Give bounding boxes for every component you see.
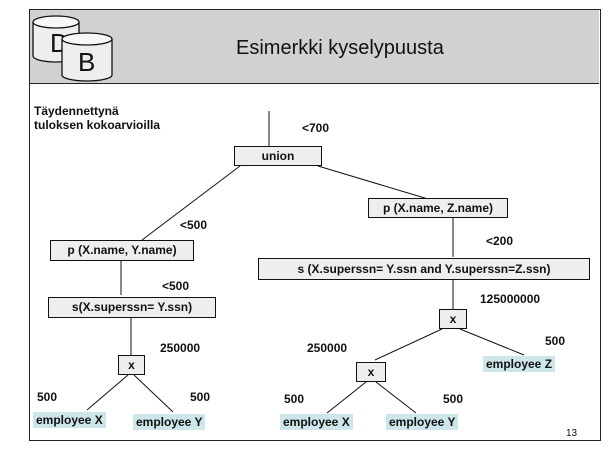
edge-rightxbottom-empx — [326, 381, 367, 414]
estimate-left-sel: <500 — [162, 279, 190, 293]
leaf-left-employee-y: employee Y — [133, 414, 206, 430]
estimate-left-emp-x: 500 — [37, 390, 58, 404]
node-right-cross-product-bottom: x — [356, 362, 386, 382]
annotation-note: Täydennettynä tuloksen kokoarvioilla — [34, 104, 160, 132]
node-left-selection: s(X.superssn= Y.ssn) — [48, 297, 216, 318]
edge-union-rightproj — [317, 165, 429, 200]
note-line-1: Täydennettynä — [34, 104, 119, 118]
estimate-right-x-bottom: 250000 — [307, 341, 348, 355]
note-line-2: tuloksen kokoarvioilla — [34, 118, 161, 132]
page-number: 13 — [566, 428, 578, 439]
estimate-right-emp-z: 500 — [545, 334, 566, 348]
slide-title: Esimerkki kyselypuusta — [236, 37, 444, 59]
slide-header — [30, 10, 599, 84]
estimate-left-proj: <500 — [180, 218, 208, 232]
estimate-right-proj: <200 — [486, 234, 514, 248]
leaf-right-employee-y: employee Y — [386, 414, 459, 430]
leaf-left-employee-x: employee X — [33, 412, 106, 428]
leaf-right-employee-x: employee X — [280, 414, 353, 430]
node-right-selection: s (X.superssn= Y.ssn and Y.superssn=Z.ss… — [258, 258, 590, 280]
estimate-root: <700 — [302, 121, 330, 135]
edge-leftx-empx — [86, 374, 129, 411]
estimate-left-x: 250000 — [160, 341, 201, 355]
edge-rightxtop-rightxbottom — [374, 328, 443, 361]
node-right-projection: p (X.name, Z.name) — [368, 198, 508, 218]
node-right-cross-product-top: x — [439, 309, 467, 329]
estimate-right-emp-x: 500 — [284, 392, 305, 406]
edge-union-leftproj — [141, 165, 241, 241]
node-left-cross-product: x — [118, 355, 145, 375]
edge-rightxtop-empz — [459, 328, 525, 356]
estimate-right-emp-y: 500 — [443, 392, 464, 406]
edge-rightxbottom-empy — [375, 381, 417, 414]
edge-leftx-empy — [133, 374, 174, 413]
db-cylinder-icon-b: B — [61, 32, 113, 82]
node-left-projection: p (X.name, Y.name) — [50, 240, 194, 261]
logo-letter-b: B — [78, 47, 95, 77]
node-union: union — [234, 146, 322, 166]
leaf-right-employee-z: employee Z — [483, 356, 556, 372]
estimate-left-emp-y: 500 — [190, 390, 211, 404]
estimate-right-x-top: 125000000 — [480, 292, 541, 306]
